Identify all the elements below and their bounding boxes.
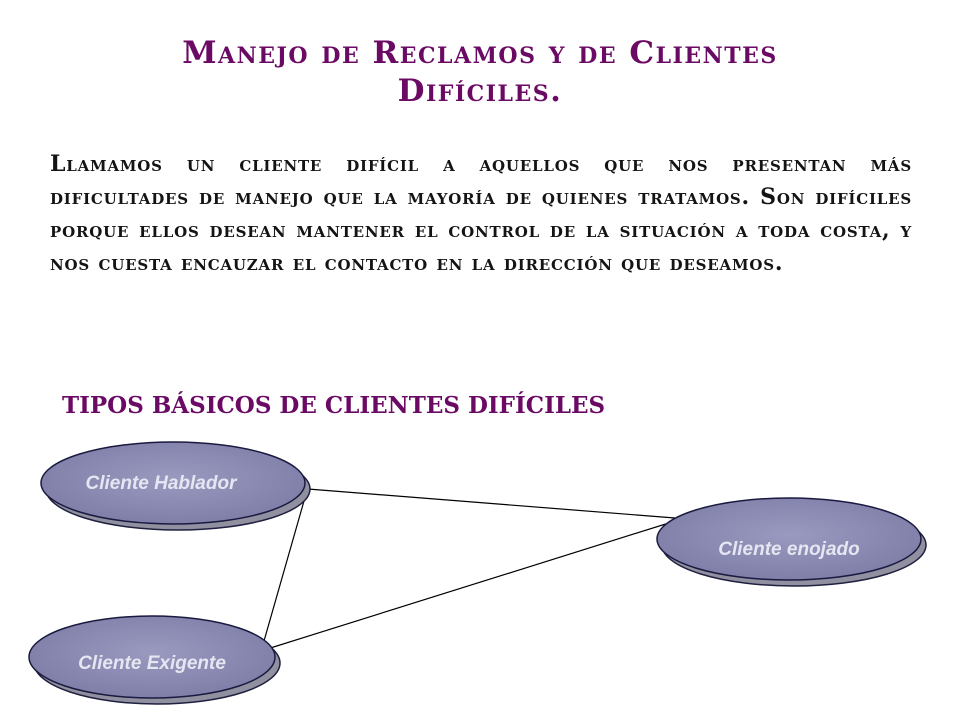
slide-title-line-2: Difíciles.	[397, 73, 563, 109]
connector-exigente-enojado	[263, 521, 673, 651]
node-cliente-exigente: Cliente Exigente	[28, 615, 281, 705]
node-cliente-enojado: Cliente enojado	[656, 497, 927, 587]
node-label-hablador: Cliente Hablador	[86, 473, 239, 494]
node-cliente-hablador: Cliente Hablador	[40, 441, 311, 531]
node-label-enojado: Cliente enojado	[718, 539, 859, 560]
connector-hablador-exigente	[261, 493, 307, 649]
node-label-exigente: Cliente Exigente	[78, 653, 226, 674]
slide-title: Manejo de Reclamos y de Clientes Difícil…	[60, 34, 900, 110]
section-subtitle: TIPOS BÁSICOS DE CLIENTES DIFÍCILES	[62, 392, 606, 419]
slide-title-line-1: Manejo de Reclamos y de Clientes	[182, 35, 778, 71]
connector-hablador-enojado	[307, 488, 676, 519]
definition-paragraph: Llamamos un cliente difícil a aquellos q…	[50, 151, 912, 276]
